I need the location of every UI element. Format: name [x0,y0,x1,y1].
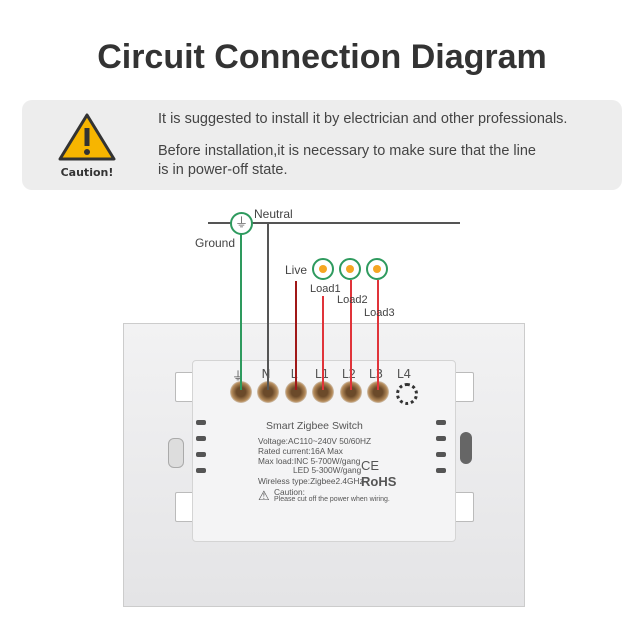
terminal-label: L4 [396,367,412,381]
notice-line-1: It is suggested to install it by electri… [158,111,568,127]
device-maxload: Max load:INC 5-700W/gang [258,456,361,466]
notice-line-2: Before installation,it is necessary to m… [158,143,536,159]
warning-icon [58,113,116,161]
caution-notice [22,100,622,190]
device-caution: Caution: [274,487,305,497]
terminal-l2 [340,381,362,403]
terminal-label: L3 [368,367,384,381]
device-current: Rated current:16A Max [258,446,343,456]
ground-symbol-icon: ⏚ [230,212,253,235]
device-voltage: Voltage:AC110~240V 50/60HZ [258,436,372,446]
terminal-label: N [261,367,271,381]
ground-wire [240,232,242,390]
device-wireless: Wireless type:Zigbee2.4GHz [258,476,364,486]
terminal-l3 [367,381,389,403]
vent [436,452,446,457]
vent [436,468,446,473]
vent [436,420,446,425]
load2-label: Load2 [337,294,368,306]
terminal-l4 [396,383,418,405]
terminal-l1 [312,381,334,403]
notice-line-3: is in power-off state. [158,162,288,178]
device-caution-text: Please cut off the power when wiring. [274,496,390,503]
mount-slot [460,432,472,464]
live-wire [295,281,297,390]
load3-bulb-icon [366,258,388,280]
device-name: Smart Zigbee Switch [266,420,363,432]
vent [196,468,206,473]
caution-triangle-icon: ⚠ [258,488,270,503]
load1-bulb-icon [312,258,334,280]
device-maxload-led: LED 5-300W/gang [293,465,362,475]
vent [196,452,206,457]
load2-wire [350,280,352,390]
ce-mark: CE [361,458,380,473]
load3-wire [377,280,379,390]
neutral-wire [267,222,269,390]
terminal-ground [230,381,252,403]
terminal-n [257,381,279,403]
neutral-bus-line [208,222,460,224]
load2-bulb-icon [339,258,361,280]
load3-label: Load3 [364,307,395,319]
live-label: Live [285,263,308,277]
vent [196,436,206,441]
terminal-label: L1 [310,367,334,381]
neutral-label: Neutral [254,207,293,221]
load1-wire [322,296,324,390]
caution-label: Caution! [60,166,114,179]
mount-slot [168,438,184,468]
terminal-label: L2 [341,367,357,381]
terminal-label: L [290,367,298,381]
terminal-l [285,381,307,403]
page-title: Circuit Connection Diagram [97,38,547,76]
vent [196,420,206,425]
load1-label: Load1 [310,283,341,295]
vent [436,436,446,441]
rohs-mark: RoHS [361,474,397,489]
ground-label: Ground [195,236,236,250]
